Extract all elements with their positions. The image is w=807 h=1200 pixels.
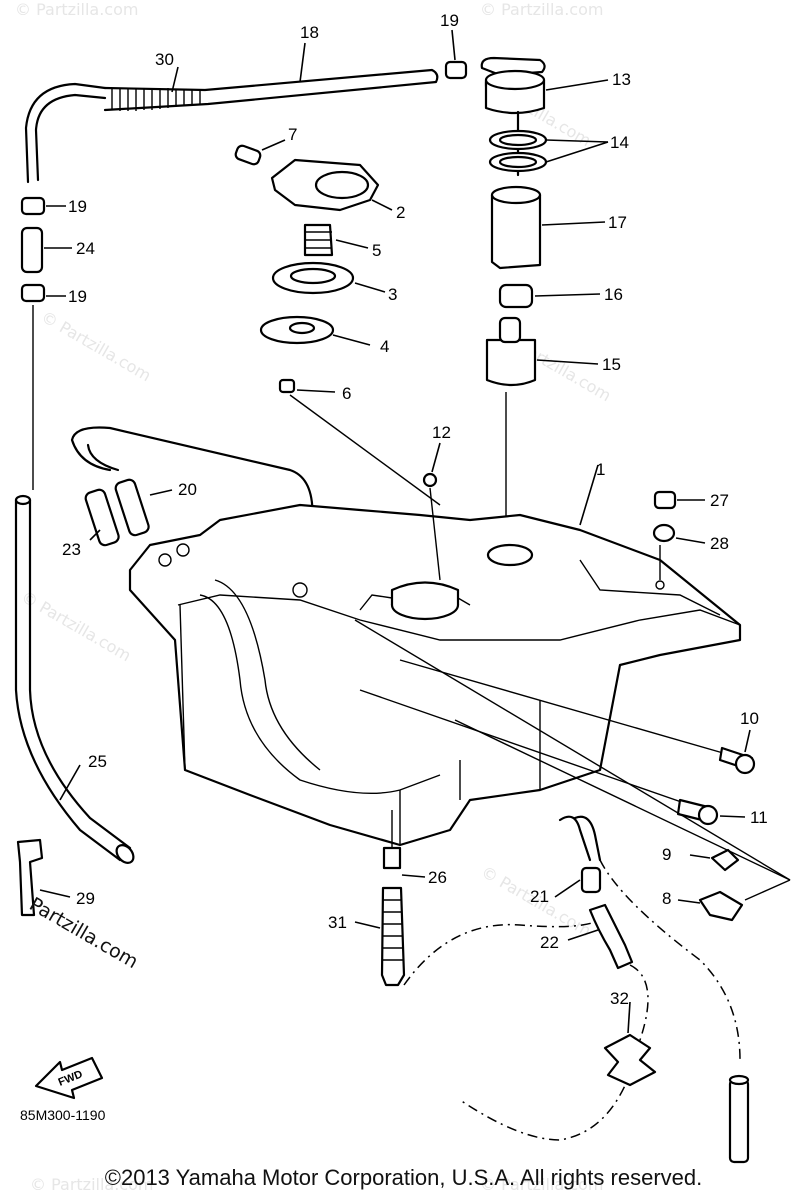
copyright-notice: ©2013 Yamaha Motor Corporation, U.S.A. A… [104, 1165, 703, 1190]
callout-11: 11 [750, 808, 768, 827]
callout-23: 23 [62, 540, 81, 559]
callout-22: 22 [540, 933, 559, 952]
partzilla-logo: Partzilla.com [26, 893, 142, 973]
watermark: © Partzilla.com [30, 1175, 153, 1194]
callout-15: 15 [602, 355, 621, 374]
callout-14: 14 [610, 133, 629, 152]
watermark: © Partzilla.com [18, 587, 134, 665]
left-joint-stack [20, 196, 72, 490]
callout-4: 4 [380, 337, 389, 356]
callout-26: 26 [428, 868, 447, 887]
callout-13: 13 [612, 70, 631, 89]
callout-21: 21 [530, 887, 549, 906]
callout-20: 20 [178, 480, 197, 499]
callout-8: 8 [662, 889, 671, 908]
strainer [16, 838, 71, 917]
fuel-return-hose [14, 494, 135, 864]
callout-19-top: 19 [440, 11, 459, 30]
callout-17: 17 [608, 213, 627, 232]
diagram-code: 85M300-1190 [20, 1107, 106, 1123]
watermark: © Partzilla.com [15, 0, 138, 19]
callout-2: 2 [396, 203, 405, 222]
callout-3: 3 [388, 285, 397, 304]
logo-text: Partzilla.com [26, 893, 142, 973]
callout-32: 32 [610, 989, 629, 1008]
callout-9: 9 [662, 845, 671, 864]
callout-numbers: 1 2 3 4 5 6 7 8 9 10 11 12 13 14 15 16 1… [62, 11, 768, 1008]
fuel-hose-joint [459, 815, 741, 1141]
fuel-cap-assembly [234, 139, 441, 506]
watermark: © Partzilla.com [480, 0, 603, 19]
hose-clamp [603, 1001, 657, 1087]
vent-hoses [70, 426, 332, 642]
callout-31: 31 [328, 913, 347, 932]
watermark: © Partzilla.com [480, 1175, 603, 1194]
callout-5: 5 [372, 241, 381, 260]
callout-6: 6 [342, 384, 351, 403]
callout-16: 16 [604, 285, 623, 304]
callout-12: 12 [432, 423, 451, 442]
callout-10: 10 [740, 709, 759, 728]
callout-19-upper: 19 [68, 197, 87, 216]
breather-hose [24, 42, 439, 184]
fwd-arrow: FWD [34, 1056, 104, 1100]
fuel-tank [128, 442, 742, 847]
callout-19-lower: 19 [68, 287, 87, 306]
watermark: © Partzilla.com [38, 307, 154, 385]
callout-28: 28 [710, 534, 729, 553]
hose-clip [444, 29, 468, 80]
callout-25: 25 [88, 752, 107, 771]
grommets [652, 490, 706, 580]
mounting-bolts [354, 619, 791, 881]
callout-18: 18 [300, 23, 319, 42]
callout-30: 30 [155, 50, 174, 69]
drain-hose [728, 1074, 750, 1164]
fuel-pump-assembly [480, 56, 609, 540]
fuel-filter-line [354, 810, 601, 987]
tank-clip [677, 848, 791, 922]
callout-7: 7 [288, 125, 297, 144]
callout-1: 1 [596, 460, 605, 479]
callout-27: 27 [710, 491, 729, 510]
callout-24: 24 [76, 239, 95, 258]
callout-29: 29 [76, 889, 95, 908]
